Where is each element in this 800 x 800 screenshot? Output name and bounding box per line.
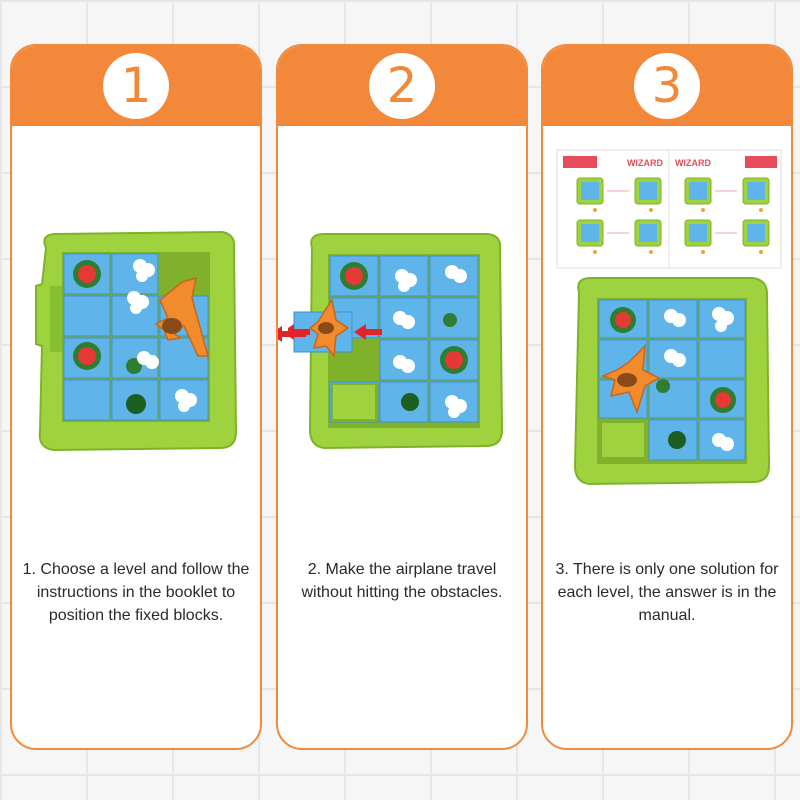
step-number: 3 bbox=[634, 53, 700, 119]
step-caption: 1. Choose a level and follow the instruc… bbox=[22, 561, 250, 624]
game-board-image bbox=[573, 277, 771, 486]
step-header: 3 bbox=[543, 46, 791, 126]
airplane-icon bbox=[154, 276, 209, 357]
step-header: 2 bbox=[278, 46, 526, 126]
step-card-3: 3 WIZARD WIZARD bbox=[541, 44, 793, 750]
step-number: 1 bbox=[103, 53, 169, 119]
step-caption: 2. Make the airplane travel without hitt… bbox=[301, 561, 503, 601]
svg-text:WIZARD: WIZARD bbox=[675, 158, 711, 168]
game-board-image bbox=[35, 230, 238, 452]
red-arrow-left-icon bbox=[354, 324, 382, 340]
step-header: 1 bbox=[12, 46, 260, 126]
red-arrow-left-icon bbox=[278, 326, 306, 342]
step-card-2: 2 bbox=[276, 44, 528, 750]
game-board-image bbox=[288, 233, 504, 450]
step-card-1: 1 1. Choose a level and follow the instr… bbox=[10, 44, 262, 750]
step-number: 2 bbox=[369, 53, 435, 119]
step-caption: 3. There is only one solution for each l… bbox=[555, 561, 779, 624]
booklet-title: WIZARD bbox=[627, 158, 663, 168]
instruction-booklet-image: WIZARD WIZARD bbox=[556, 149, 782, 269]
airplane-icon bbox=[600, 344, 661, 415]
airplane-icon bbox=[308, 298, 350, 358]
